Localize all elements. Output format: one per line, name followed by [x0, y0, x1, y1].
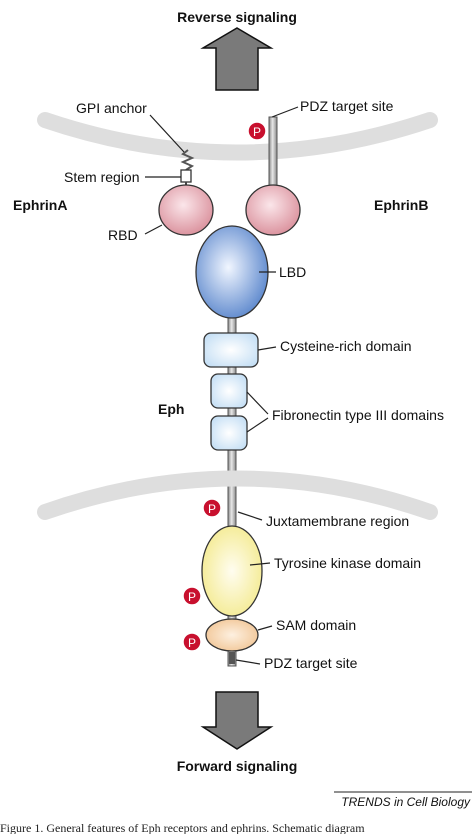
fibronectin-domain-2 — [210, 415, 248, 451]
fibronectin-domain-1 — [210, 373, 248, 409]
cysteine-rich-domain — [203, 332, 259, 368]
pdz-target-tail — [229, 652, 235, 664]
fibronectin-label: Fibronectin type III domains — [272, 407, 444, 423]
gpi-anchor-squiggle — [180, 149, 195, 171]
lower-membrane — [37, 470, 438, 520]
forward-signaling-arrow — [200, 691, 274, 750]
lbd-domain — [195, 225, 269, 319]
cysteine-rich-label: Cysteine-rich domain — [280, 338, 412, 354]
tyrosine-kinase-domain — [201, 525, 263, 617]
ephrinb-transmembrane-stalk — [268, 116, 278, 188]
rbd-label: RBD — [108, 227, 138, 243]
sam-domain-label: SAM domain — [276, 617, 356, 633]
phospho-kinase-label: P — [188, 590, 196, 604]
tyrosine-kinase-label: Tyrosine kinase domain — [274, 555, 421, 571]
stem-region-box — [180, 169, 192, 183]
credit-label: TRENDS in Cell Biology — [341, 795, 471, 809]
phospho-juxtamembrane-label: P — [208, 502, 216, 516]
juxtamembrane-label: Juxtamembrane region — [266, 513, 409, 529]
reverse-signaling-arrow — [200, 27, 274, 91]
phospho-juxtamembrane — [202, 498, 222, 518]
figure-caption: Figure 1. General features of Eph recept… — [0, 821, 365, 834]
upper-membrane — [37, 112, 438, 161]
pdz-target-bottom-label: PDZ target site — [264, 655, 358, 671]
phospho-kinase — [182, 586, 202, 606]
stem-region-label: Stem region — [64, 169, 139, 185]
phospho-sam — [182, 632, 202, 652]
forward-signaling-label: Forward signaling — [177, 758, 298, 774]
phospho-ephrinb-label: P — [253, 125, 261, 139]
eph-label: Eph — [158, 401, 184, 417]
sam-domain — [205, 618, 259, 652]
ephrina-rbd-domain — [158, 184, 214, 236]
ephrinb-rbd-domain — [245, 184, 301, 236]
ephrinb-label: EphrinB — [374, 197, 428, 213]
phospho-sam-label: P — [188, 636, 196, 650]
pdz-target-top-label: PDZ target site — [300, 98, 394, 114]
phospho-ephrinb — [247, 121, 267, 141]
leader-lines — [144, 106, 299, 665]
ephrina-label: EphrinA — [13, 197, 67, 213]
lbd-label: LBD — [279, 264, 306, 280]
reverse-signaling-label: Reverse signaling — [177, 9, 297, 25]
gpi-anchor-label: GPI anchor — [76, 100, 147, 116]
